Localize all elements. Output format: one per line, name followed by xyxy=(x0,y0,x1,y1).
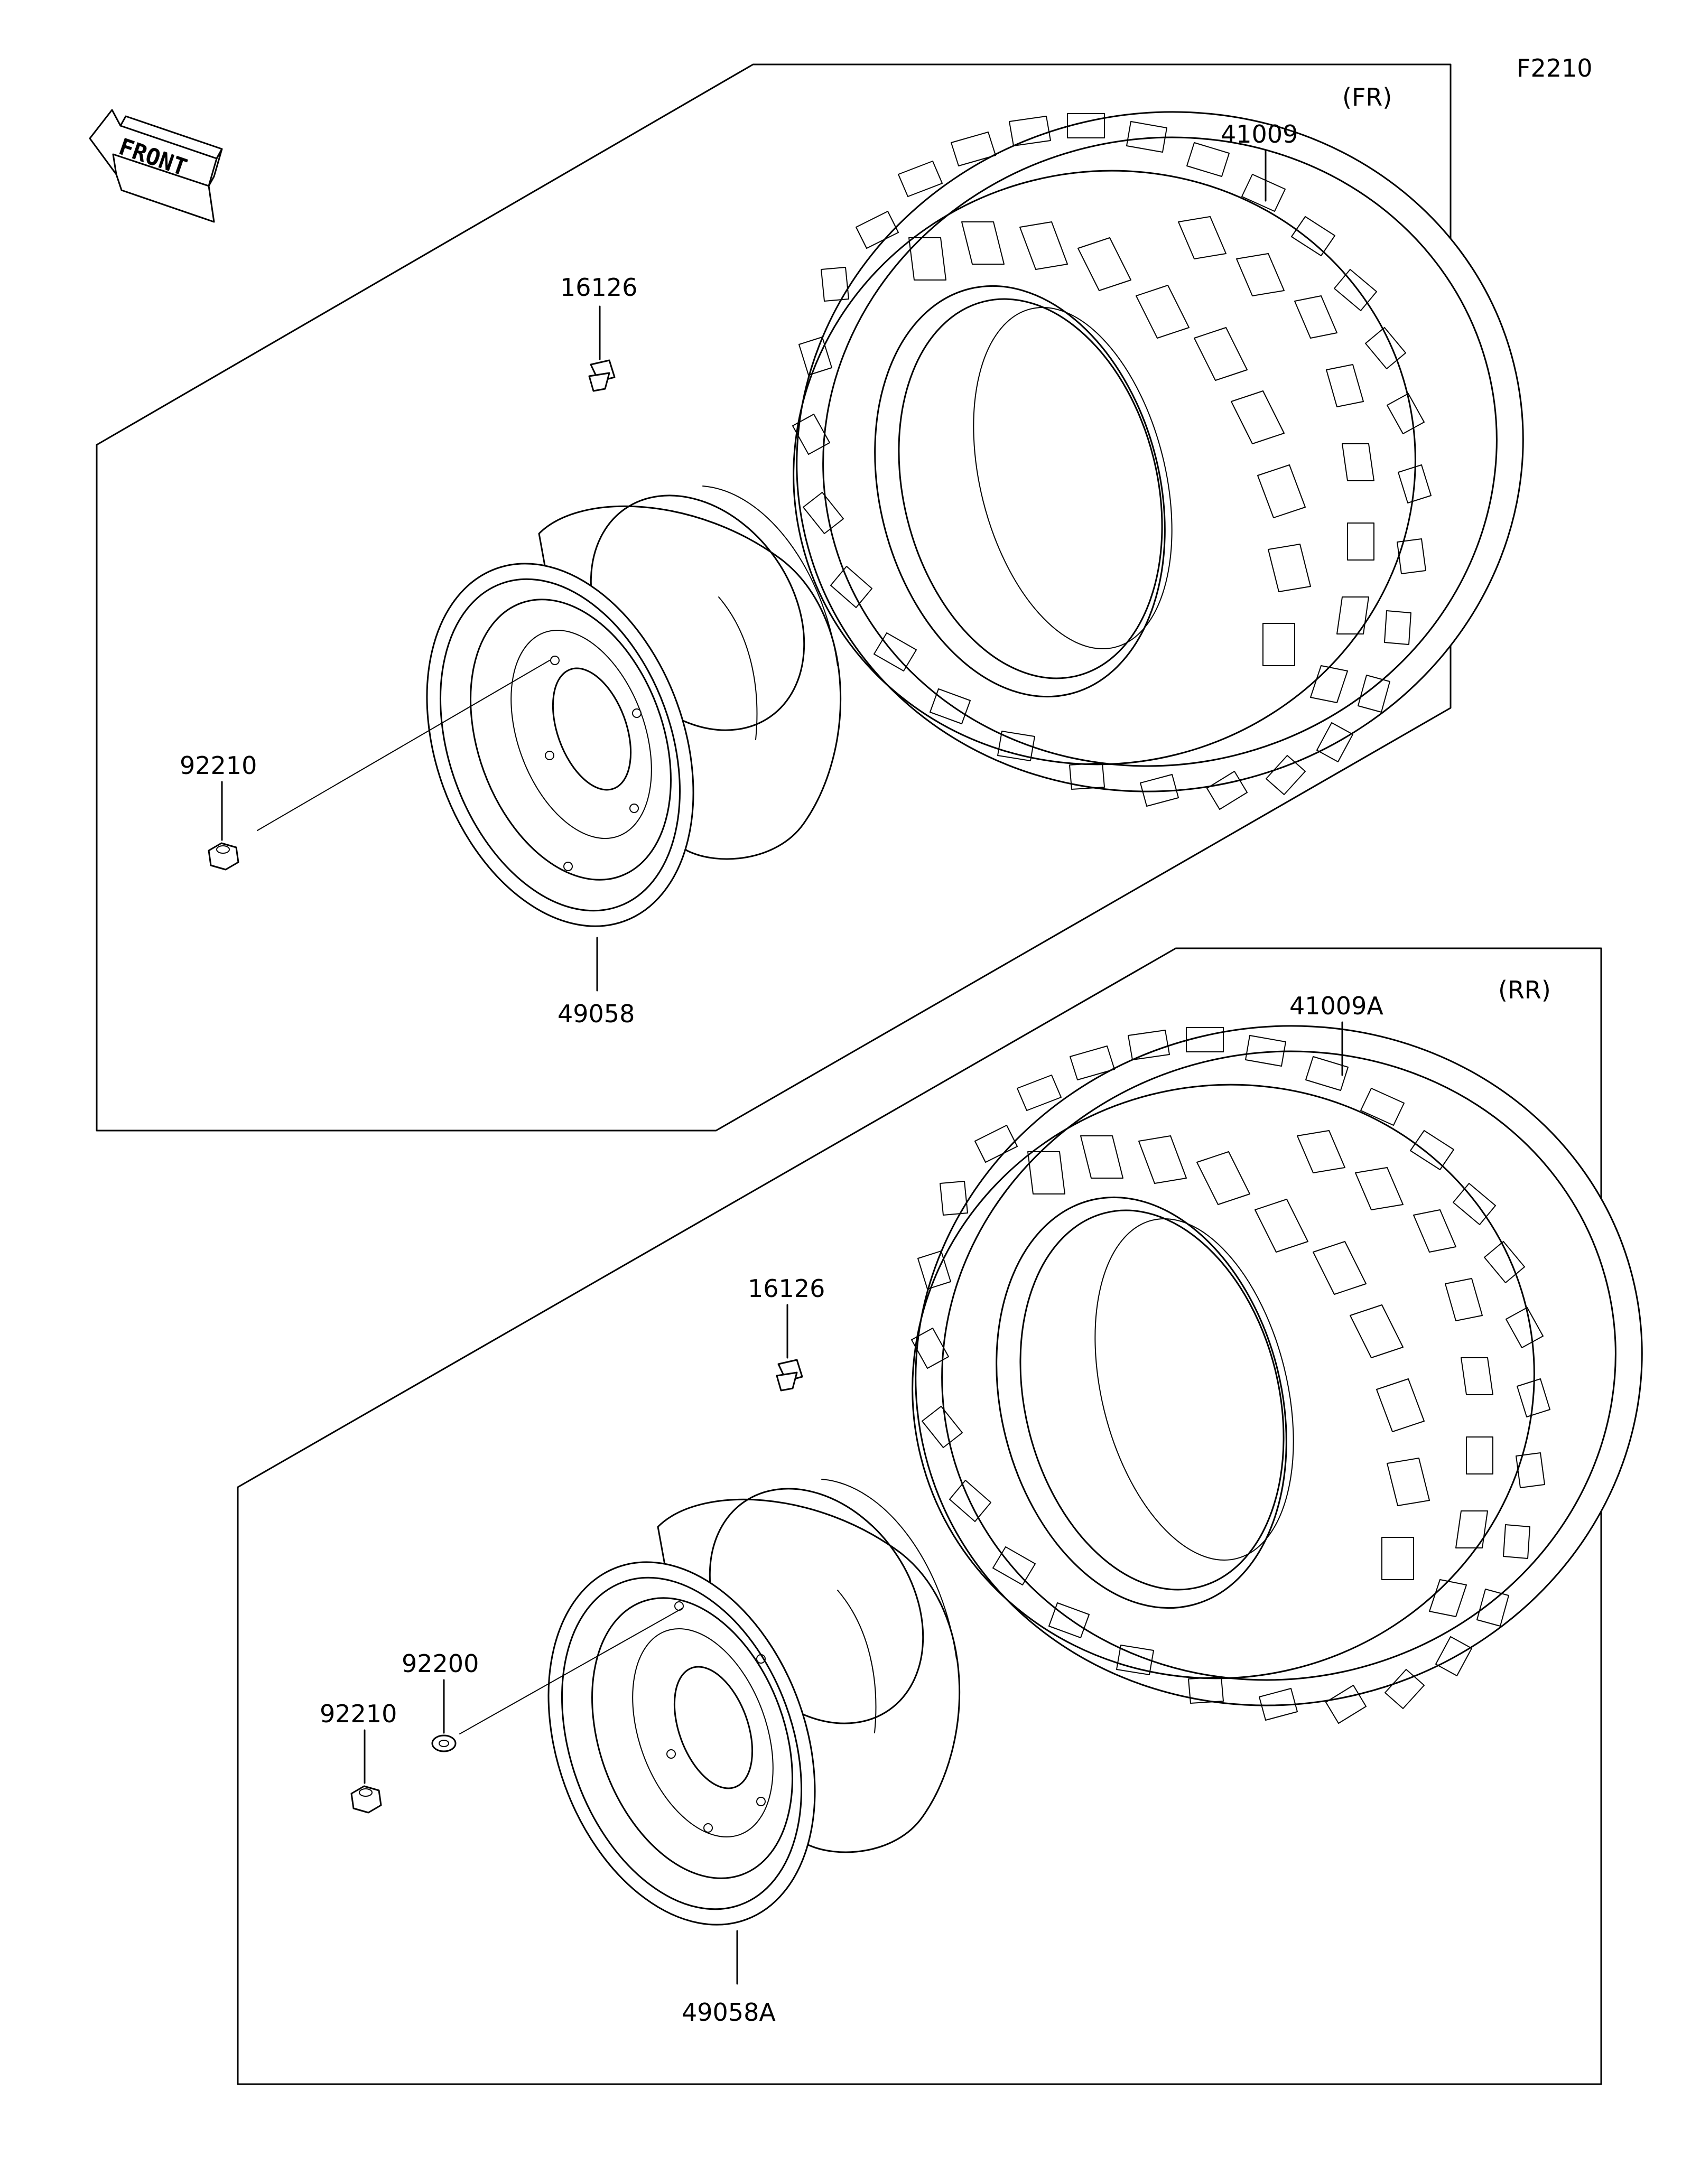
rear-wheel-callout: 49058A xyxy=(682,1998,776,2027)
rear-washer xyxy=(431,1608,682,1752)
front-valve-stem xyxy=(588,305,616,392)
rear-tire xyxy=(911,1021,1643,1724)
front-section-frame xyxy=(96,63,1452,1132)
front-wheel-callout: 49058 xyxy=(558,1000,635,1028)
front-tire xyxy=(792,111,1524,810)
front-valve-callout: 16126 xyxy=(560,273,637,302)
front-section: (FR) xyxy=(96,63,1524,1132)
front-tire-callout: 41009 xyxy=(1221,120,1298,148)
front-label: FRONT xyxy=(115,133,190,181)
rear-section: (RR) xyxy=(237,947,1643,2085)
rear-section-tag: (RR) xyxy=(1498,976,1551,1004)
rear-nut-callout: 92210 xyxy=(320,1700,397,1728)
front-nut-callout: 92210 xyxy=(180,751,257,780)
front-arrow-icon: FRONT xyxy=(89,109,223,223)
rear-section-frame xyxy=(237,947,1602,2085)
rear-wheel xyxy=(547,1479,961,1985)
rear-lug-nut xyxy=(350,1729,382,1814)
front-section-tag: (FR) xyxy=(1342,83,1392,111)
rear-valve-stem xyxy=(776,1304,803,1392)
front-wheel xyxy=(426,486,842,992)
figure-code: F2210 xyxy=(1517,54,1593,82)
front-lug-nut xyxy=(208,660,550,871)
rear-washer-callout: 92200 xyxy=(402,1649,479,1678)
rear-tire-callout: 41009A xyxy=(1289,992,1383,1020)
rear-valve-callout: 16126 xyxy=(748,1274,825,1303)
